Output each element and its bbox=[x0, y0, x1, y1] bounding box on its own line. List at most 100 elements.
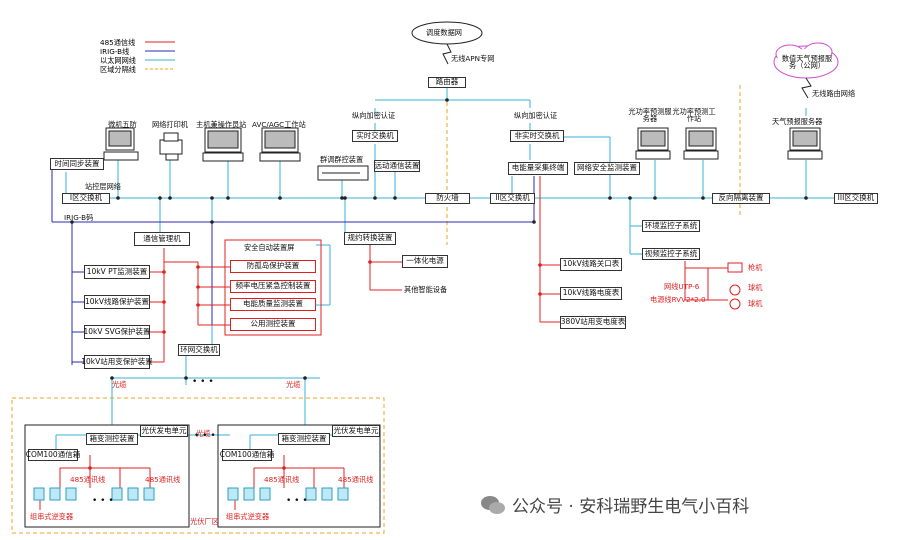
video-monitor[interactable]: 视频监控子系统 bbox=[642, 248, 700, 260]
reverse-isolator[interactable]: 反向隔离装置 bbox=[712, 193, 770, 204]
watermark-text: 公众号 · 安科瑞野生电气小百科 bbox=[512, 497, 750, 517]
camera-dome-label-1: 球机 bbox=[748, 283, 763, 292]
com100-1[interactable]: COM100通信箱 bbox=[26, 449, 80, 461]
switch-zone3[interactable]: III区交换机 bbox=[834, 193, 878, 204]
freq-volt-control[interactable]: 频率电压紧急控制装置 bbox=[230, 280, 316, 293]
rs485-label-1a: 485通讯线 bbox=[70, 475, 106, 484]
time-sync[interactable]: 时间同步装置 bbox=[50, 158, 104, 170]
station-energy-meter[interactable]: 380V站用变电度表 bbox=[560, 316, 626, 329]
ellipsis-inv-1: • • • bbox=[92, 496, 114, 506]
router[interactable]: 路由器 bbox=[428, 77, 466, 88]
computer-icon-forecast-server bbox=[635, 127, 671, 160]
apn-label: 无线APN专网 bbox=[451, 54, 495, 63]
weather-cloud-label: 数值天气预报服务（公网） bbox=[781, 54, 833, 71]
public-meter[interactable]: 公用测控装置 bbox=[230, 318, 316, 331]
ring-switch[interactable]: 环网交换机 bbox=[178, 344, 220, 356]
pv-unit-frame-2 bbox=[217, 424, 381, 528]
cable-utp-label: 网线UTP-6 bbox=[664, 282, 700, 291]
pv-unit-frame-1 bbox=[24, 424, 190, 528]
env-monitor[interactable]: 环境监控子系统 bbox=[642, 220, 700, 232]
energy-terminal[interactable]: 电能量采集终端 bbox=[508, 162, 568, 175]
legend-region: 区域分隔线 bbox=[100, 65, 136, 74]
ellipsis-top: • • • bbox=[192, 377, 214, 387]
inverter-icons bbox=[33, 487, 349, 501]
rs485-label-2a: 485通讯线 bbox=[264, 475, 300, 484]
anti-island[interactable]: 防孤岛保护装置 bbox=[230, 260, 316, 273]
non-realtime-switch[interactable]: 非实时交换机 bbox=[510, 130, 564, 142]
camera-dome-label-2: 球机 bbox=[748, 299, 763, 308]
rs485-lines bbox=[39, 176, 728, 510]
inverter-label-2: 组串式逆变器 bbox=[226, 512, 270, 521]
junction-dots bbox=[70, 98, 808, 380]
computer-icon-wufang bbox=[103, 127, 139, 161]
fiber-lines bbox=[111, 377, 320, 425]
integrated-power[interactable]: 一体化电源 bbox=[402, 255, 448, 268]
box-ctrl-1[interactable]: 箱变测控装置 bbox=[86, 433, 138, 445]
pq-monitor[interactable]: 电能质量监测装置 bbox=[230, 298, 316, 311]
server-icon-group-ctrl bbox=[317, 165, 369, 181]
computer-icon-host bbox=[202, 127, 244, 162]
inverter-label-1: 组串式逆变器 bbox=[30, 512, 74, 521]
printer-icon bbox=[159, 132, 183, 161]
remote-comm[interactable]: 远动通信装置 bbox=[374, 160, 420, 172]
computer-icon-forecast-ws bbox=[683, 127, 719, 160]
fiber-label-2: 光缆 bbox=[286, 380, 301, 389]
vertical-auth-left: 纵向加密认证 bbox=[352, 111, 396, 120]
group-ctrl-label: 群调群控装置 bbox=[320, 155, 364, 164]
avc-label: AVC/AGC工作站 bbox=[252, 120, 306, 129]
cable-rvv-label: 电源线RVV2*2.0 bbox=[650, 295, 706, 304]
svg-protection[interactable]: 10kV SVG保护装置 bbox=[83, 325, 151, 339]
auto-panel-frame bbox=[224, 239, 322, 336]
pt-monitor[interactable]: 10kV PT监测装置 bbox=[84, 265, 150, 279]
gateway-meter[interactable]: 10kV线路关口表 bbox=[560, 258, 622, 271]
auto-panel-title: 安全自动装置屏 bbox=[244, 243, 295, 252]
apn-link bbox=[442, 43, 452, 65]
ellipsis-inv-2: • • • bbox=[286, 496, 308, 506]
weather-cloud bbox=[773, 42, 839, 79]
realtime-switch[interactable]: 实时交换机 bbox=[352, 130, 398, 142]
station-net-label: 站控层网络 bbox=[85, 182, 121, 191]
firewall[interactable]: 防火墙 bbox=[425, 193, 470, 204]
box-ctrl-2[interactable]: 箱变测控装置 bbox=[278, 433, 330, 445]
line-protection[interactable]: 10kV线路保护装置 bbox=[84, 295, 150, 309]
switch-zone1[interactable]: I区交换机 bbox=[62, 193, 110, 204]
comm-manager[interactable]: 通信管理机 bbox=[134, 232, 190, 246]
watermark: 公众号 · 安科瑞野生电气小百科 bbox=[480, 492, 749, 517]
station-tf-protection[interactable]: 10kV站用变保护装置 bbox=[81, 355, 153, 369]
net-security-monitor[interactable]: 网络安全监测装置 bbox=[574, 162, 640, 175]
fiber-label-1: 光缆 bbox=[112, 380, 127, 389]
pv-unit-label-1: 光伏发电单元 bbox=[140, 425, 188, 437]
wufang-label: 微机五防 bbox=[108, 120, 137, 129]
forecast-ws-label: 光功率预测工作站 bbox=[672, 107, 716, 124]
fiber-label-3: 光缆 bbox=[196, 429, 211, 438]
rs485-dots bbox=[88, 260, 542, 470]
legend-ethernet: 以太网网线 bbox=[100, 56, 136, 65]
line-energy-meter[interactable]: 10kV线路电度表 bbox=[560, 287, 622, 300]
workstation-icons bbox=[103, 127, 823, 181]
dispatch-network-label: 调度数据网 bbox=[426, 28, 462, 37]
irig-label: IRIG-B码 bbox=[64, 213, 94, 222]
legend-irig: IRIG-B线 bbox=[100, 47, 130, 56]
pv-area-label: 光伏厂区 bbox=[190, 517, 219, 526]
camera-icons bbox=[727, 262, 743, 310]
printer-label: 网络打印机 bbox=[152, 120, 188, 129]
forecast-server-label: 光功率预测服务器 bbox=[628, 107, 672, 124]
com100-2[interactable]: COM100通信箱 bbox=[220, 449, 274, 461]
legend-lines bbox=[145, 41, 175, 70]
wireless-link bbox=[801, 77, 812, 99]
camera-gun-label: 枪机 bbox=[748, 263, 763, 272]
computer-icon-weather-server bbox=[787, 127, 823, 160]
host-label: 主机兼操作员站 bbox=[196, 120, 247, 129]
other-devices: 其他智能设备 bbox=[404, 285, 448, 294]
vertical-auth-right: 纵向加密认证 bbox=[514, 111, 558, 120]
irig-lines bbox=[51, 165, 535, 365]
switch-zone2[interactable]: II区交换机 bbox=[490, 193, 535, 204]
weather-server-label: 天气预报服务器 bbox=[772, 117, 823, 126]
computer-icon-avc bbox=[259, 127, 301, 162]
rs485-label-2b: 485通讯线 bbox=[338, 475, 374, 484]
wireless-router-label: 无线路由网络 bbox=[812, 89, 856, 98]
protocol-converter[interactable]: 规约转换装置 bbox=[344, 232, 396, 245]
legend-485: 485通信线 bbox=[100, 38, 136, 47]
rs485-label-1b: 485通讯线 bbox=[145, 475, 181, 484]
